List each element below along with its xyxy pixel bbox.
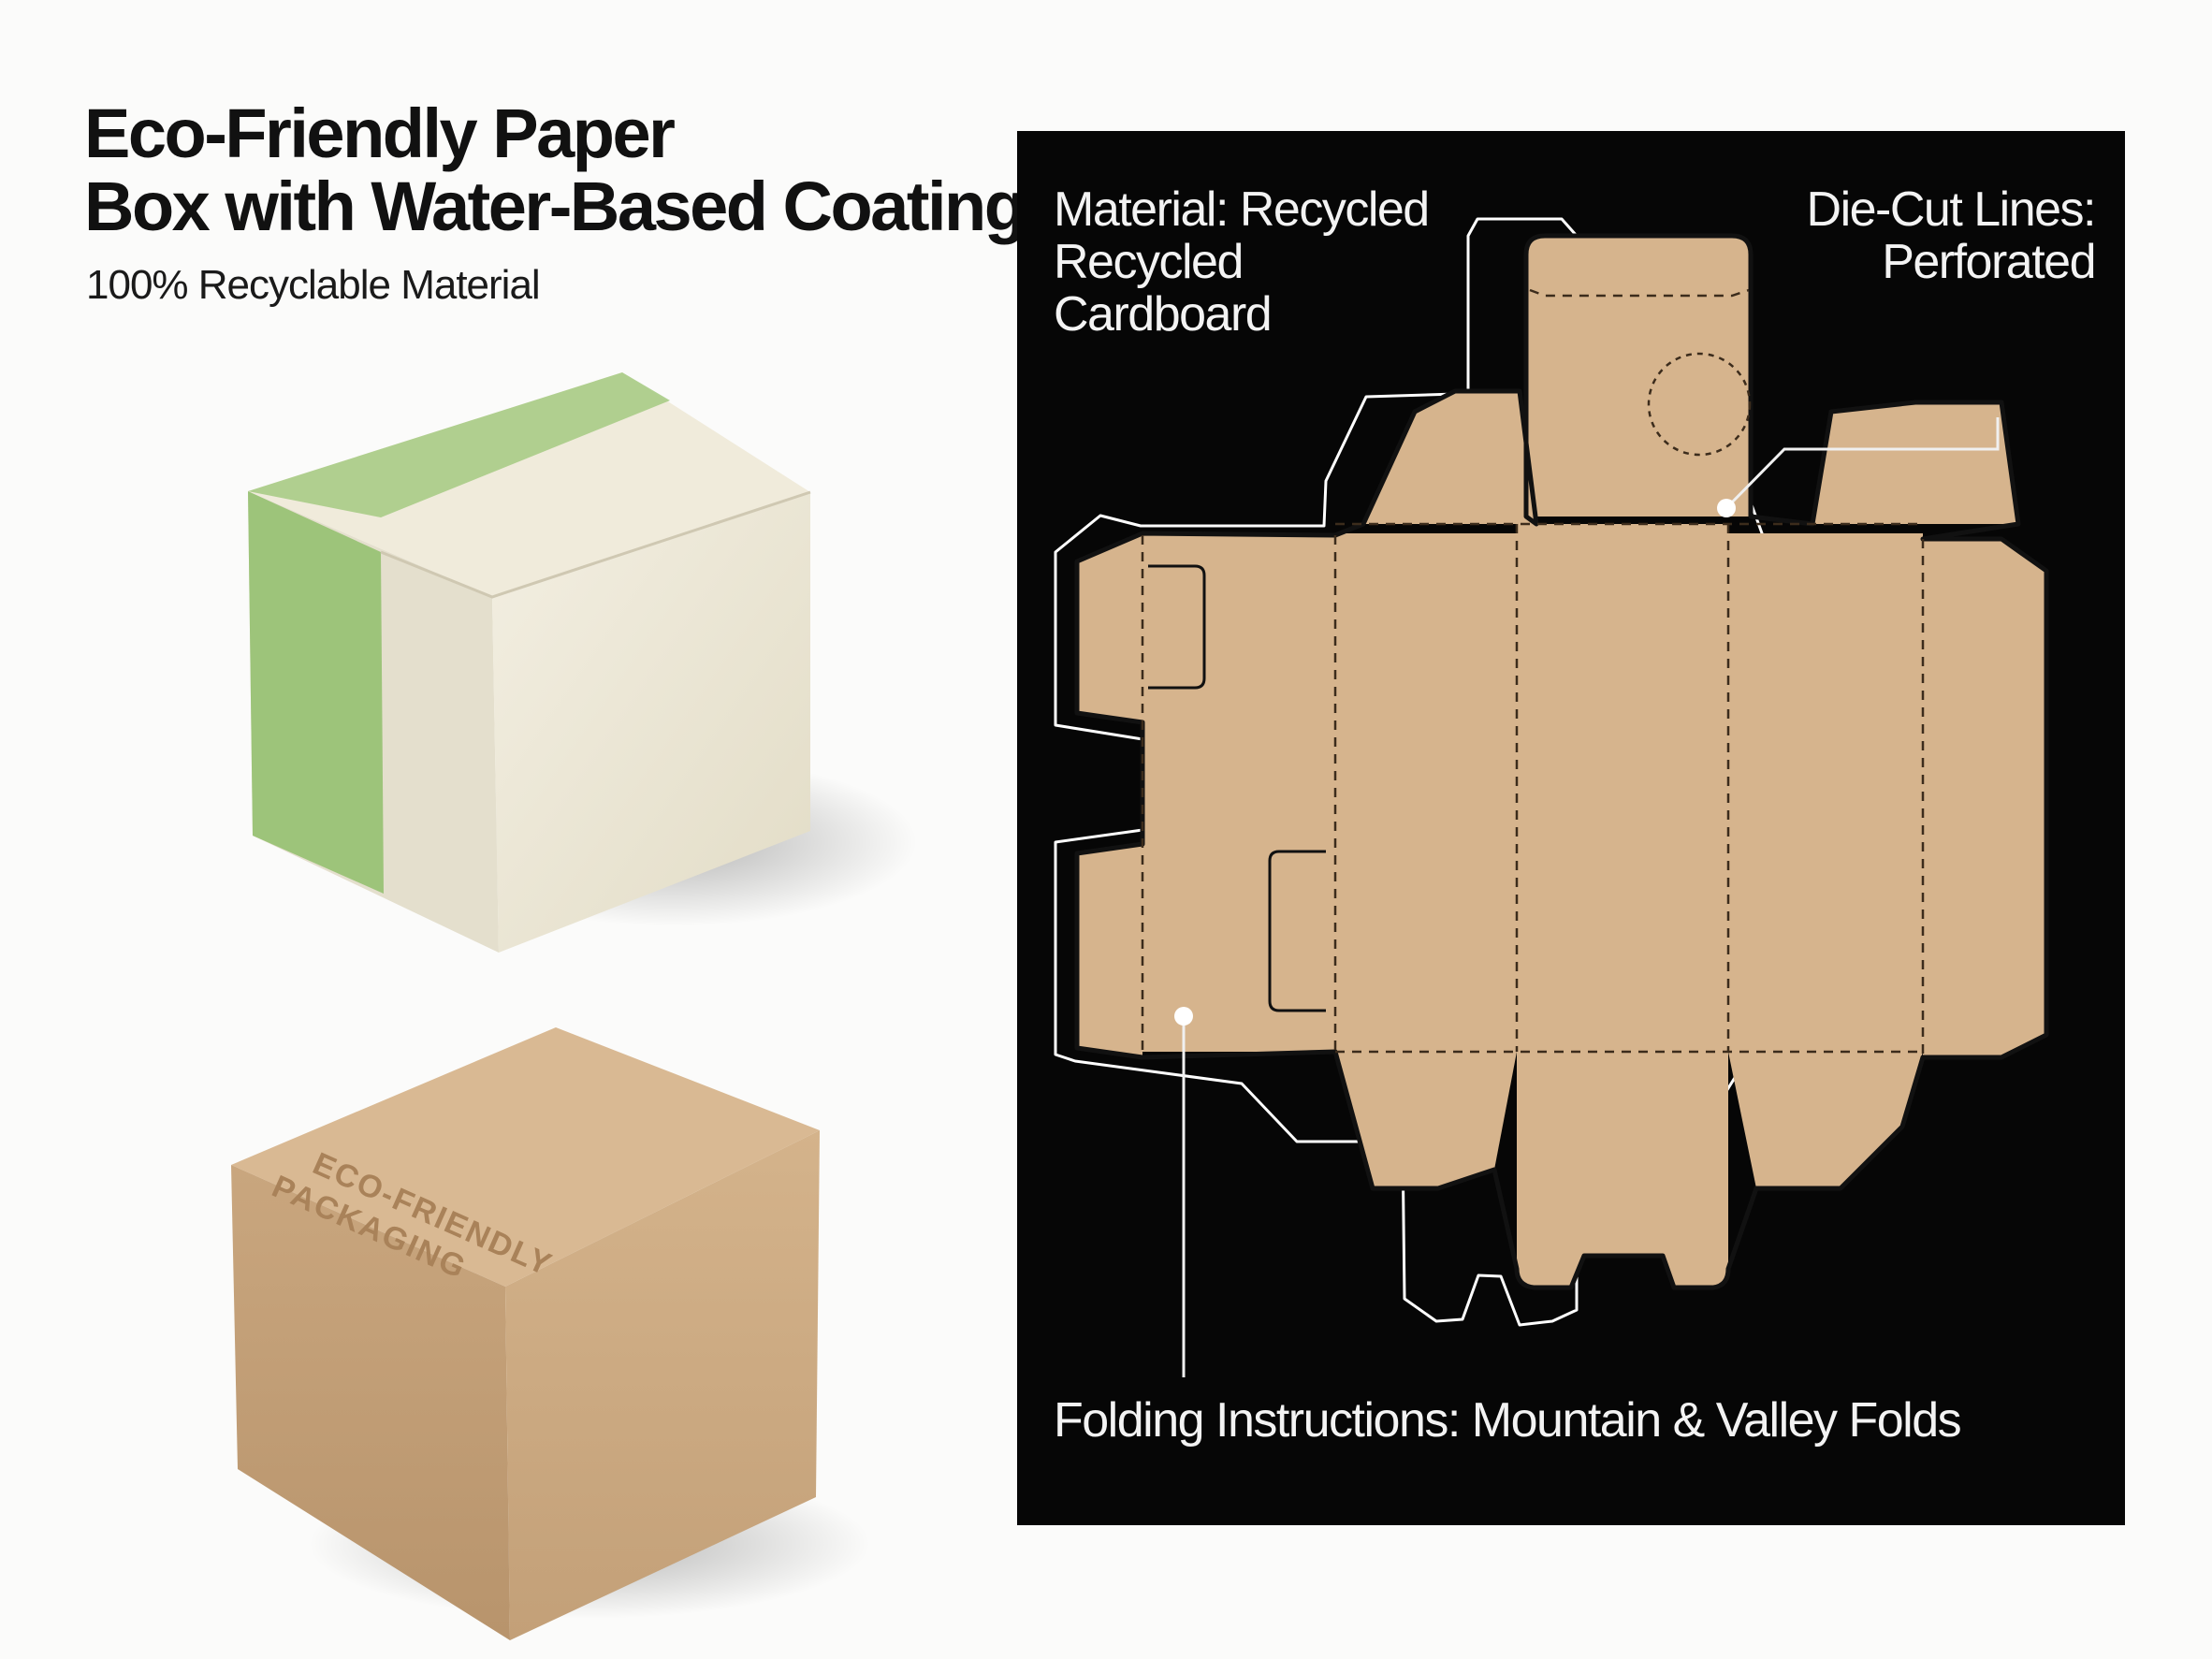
dieline-cardboard (1077, 236, 2046, 1288)
diecut-leader-line (1724, 417, 2000, 510)
coated-box (248, 372, 917, 953)
dieline-front-panel (1335, 533, 1517, 1052)
dieline-side-panel-right (1728, 533, 1923, 1052)
dieline-top-flap-left (1363, 391, 1536, 524)
dieline-inner-cut-edge (1074, 233, 2049, 1290)
folding-leader-dot (1174, 1007, 1193, 1026)
dieline-top-tuck-flap (1526, 236, 1751, 517)
dieline-glue-flap (1077, 533, 1142, 722)
dieline-bottom-tuck (1517, 1052, 1728, 1288)
kraft-box: ECO-FRIENDLY PACKAGING (231, 1027, 870, 1640)
callout-material: Material: Recycled Recycled Cardboard (1054, 182, 1430, 342)
handle-cutout-upper (1148, 564, 1206, 690)
kraft-box-left-face (231, 1165, 510, 1640)
coated-box-front-face (492, 492, 810, 953)
dieline-fold-lines (1141, 288, 1925, 1057)
coated-box-top-face (248, 372, 810, 597)
dieline-panel: Material: Recycled Recycled Cardboard Di… (1017, 131, 2125, 1525)
callout-diecut: Die-Cut Lines: Perforated (1806, 182, 2097, 289)
callout-diecut-line-2: Perforated (1882, 235, 2096, 289)
product-photos: ECO-FRIENDLY PACKAGING (231, 372, 917, 1640)
dieline-bottom-flap-right (1728, 1052, 1923, 1188)
callout-material-line-2: Recycled (1054, 235, 1244, 289)
perforated-circle (1647, 352, 1752, 457)
kraft-box-top-face (231, 1027, 820, 1287)
diecut-leader-dot (1717, 499, 1736, 517)
callout-material-line-1: Material: Recycled (1054, 182, 1430, 237)
page-subtitle: 100% Recyclable Material (86, 262, 541, 308)
dieline-glue-flap-lower (1077, 844, 1142, 1057)
callout-diecut-line-1: Die-Cut Lines: (1806, 182, 2097, 237)
coated-box-top-band (248, 372, 670, 517)
dieline-drawing (1054, 217, 2049, 1377)
handle-cutout-lower (1268, 850, 1326, 1012)
dieline-side-panel-left (1142, 535, 1335, 1052)
dieline-end-strip (1923, 539, 2046, 1057)
kraft-box-front-face (505, 1130, 820, 1640)
callout-folding: Folding Instructions: Mountain & Valley … (1054, 1393, 1962, 1448)
callout-material-line-3: Cardboard (1054, 287, 1273, 342)
page-title: Eco-Friendly Paper Box with Water-Based … (84, 95, 1026, 245)
dieline-top-flap-right (1812, 402, 2018, 524)
dieline-bottom-flap-left (1335, 1052, 1517, 1188)
coated-box-flap-edge (380, 490, 811, 599)
dieline-back-panel (1517, 524, 1728, 1052)
title-line-2: Box with Water-Based Coating (84, 167, 1026, 245)
coated-box-green-band (248, 491, 384, 894)
title-line-1: Eco-Friendly Paper (84, 95, 676, 172)
fold-line-tuck (1529, 288, 1750, 298)
callout-leaders (1182, 417, 2000, 1377)
